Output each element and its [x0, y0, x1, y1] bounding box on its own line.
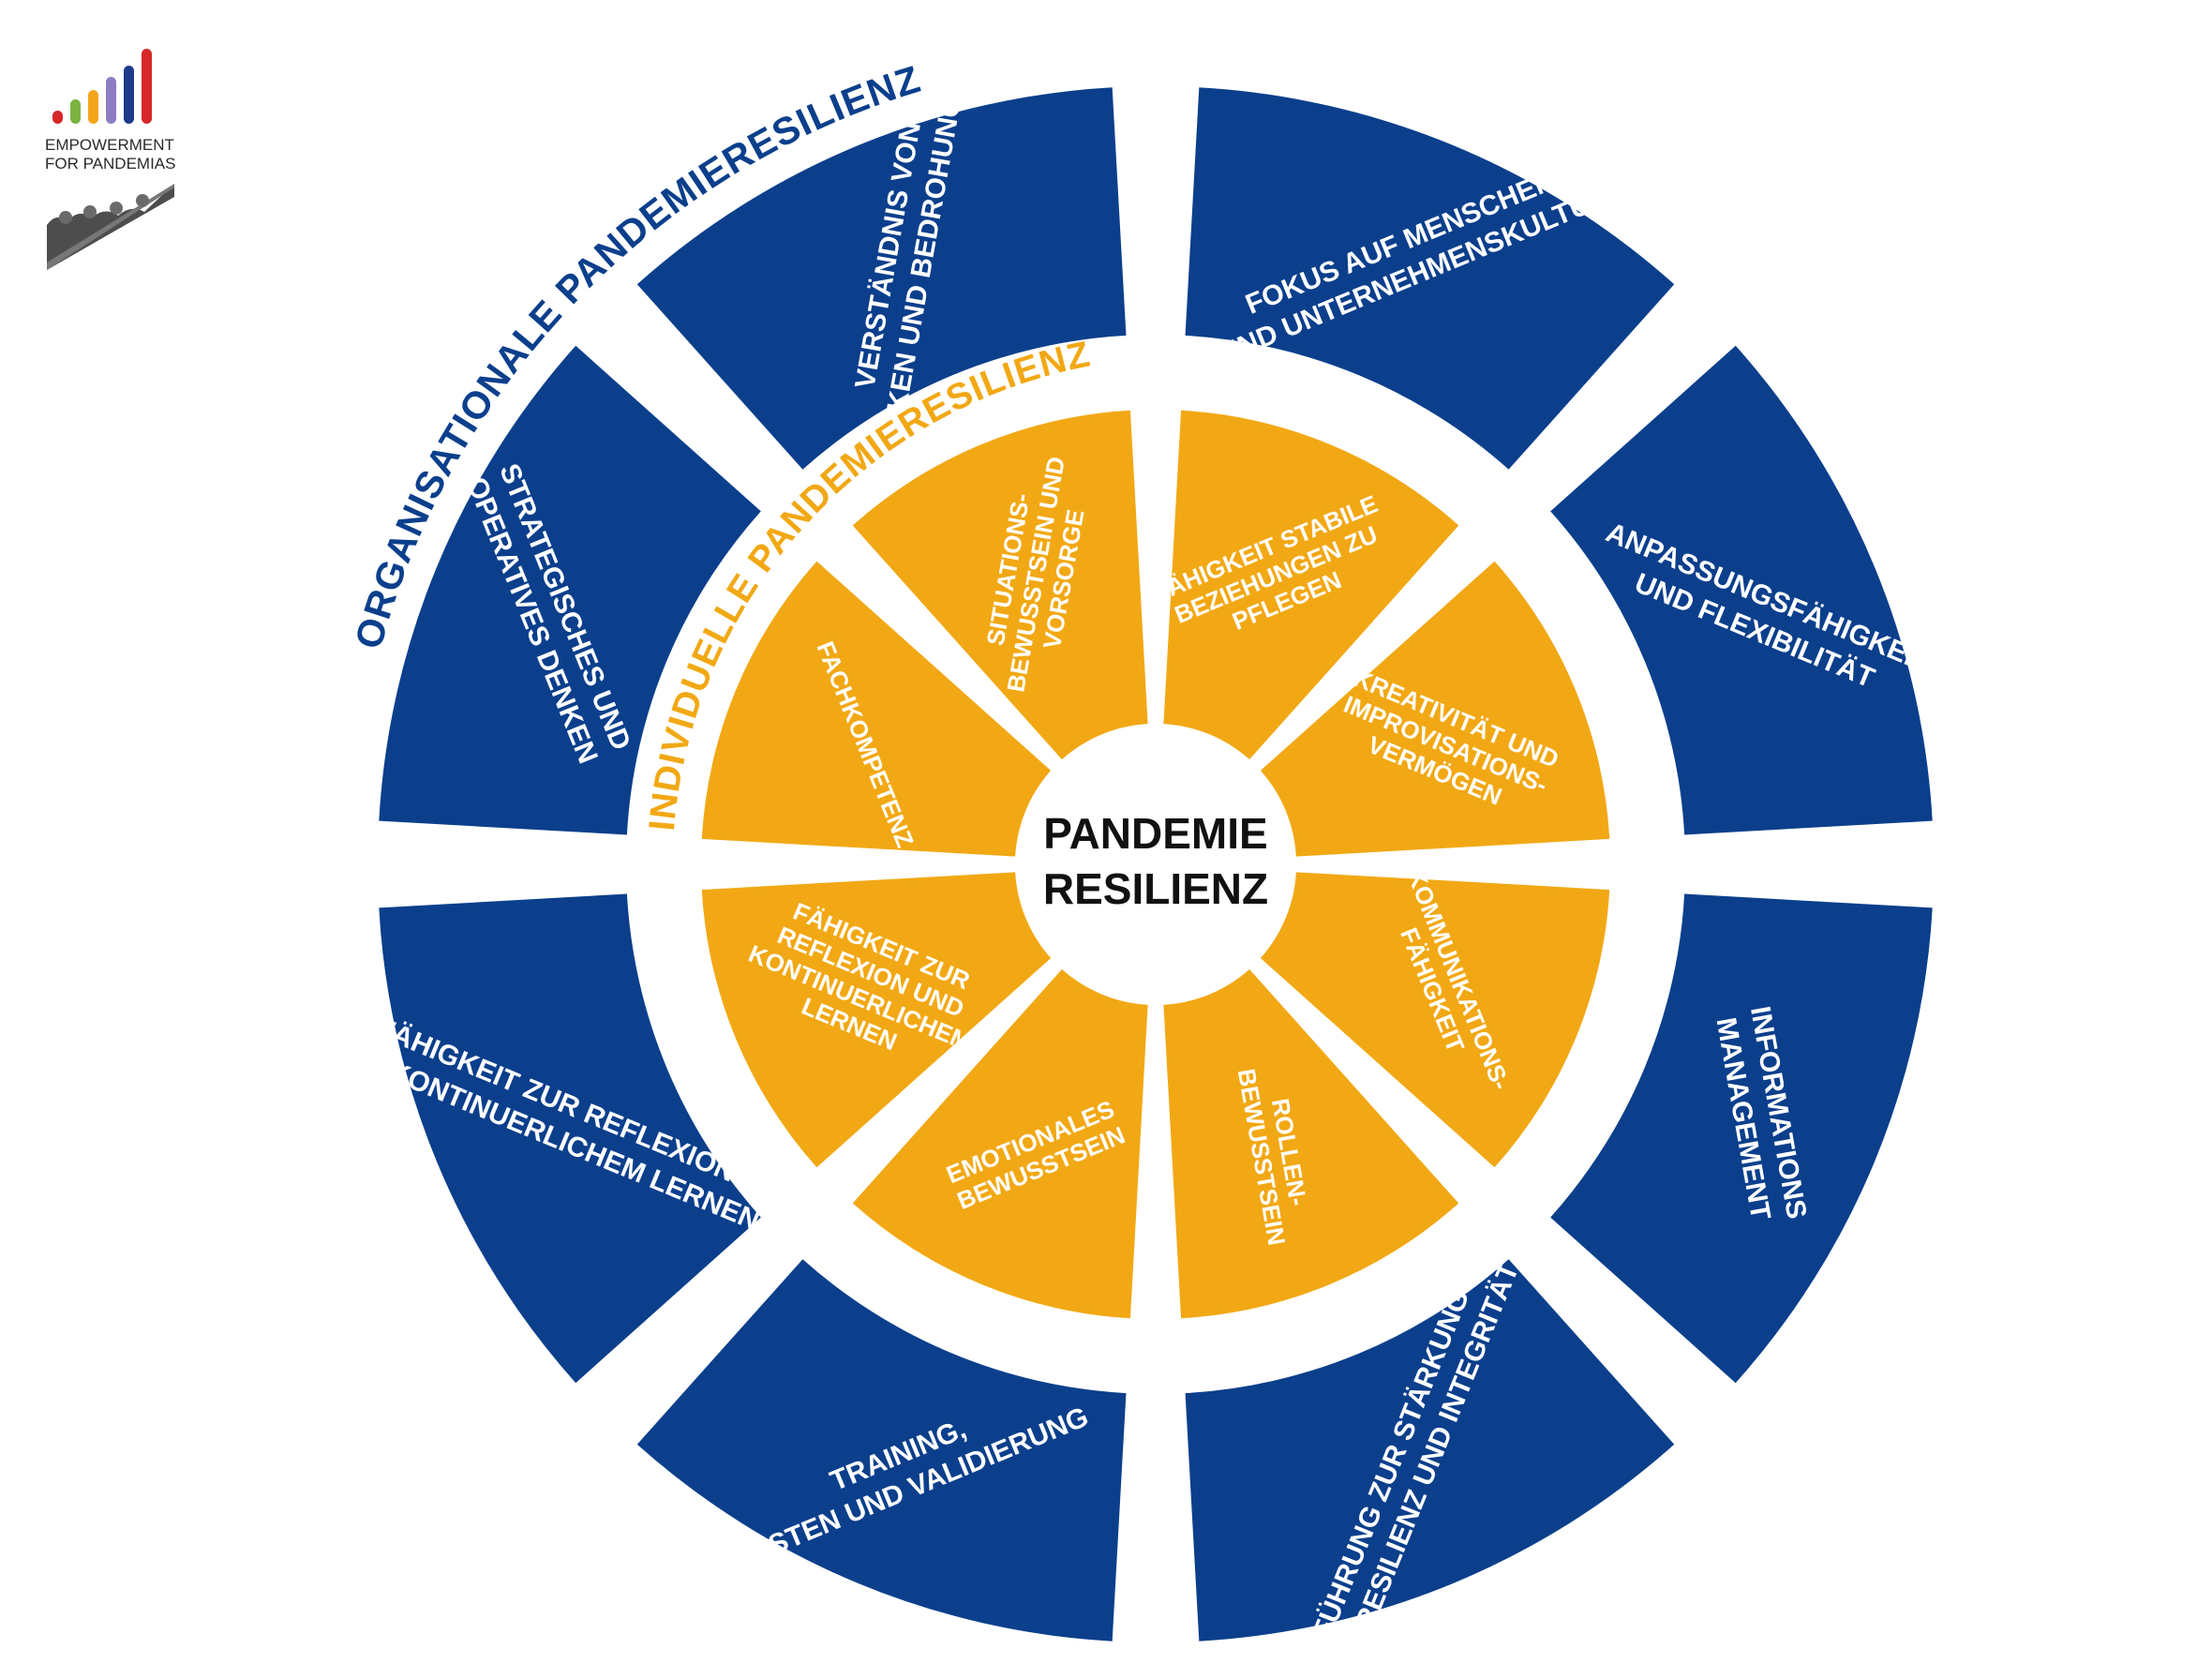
logo-bar-2 [70, 99, 81, 124]
inner-ring: FÄHIGKEIT STABILEBEZIEHUNGEN ZUPFLEGENKR… [701, 410, 1610, 1319]
logo-line-2: FOR PANDEMIAS [45, 155, 175, 172]
logo-bar-3 [88, 90, 98, 124]
inner-segment-kreativitaet-und-improvisations-vermoege [1260, 561, 1610, 857]
logo-bar-1 [52, 111, 63, 124]
outer-ring: FOKUS AUF MENSCHENUND UNTERNEHMENSKULTUR… [321, 54, 1935, 1664]
outer-segment-strategisches-und-operatives-denken [379, 345, 761, 835]
inner-segment-situations-bewusstsein-und-vorsorge [852, 410, 1148, 760]
inner-segment-faehigkeit-stabile-beziehungen-zu-pflege [1163, 410, 1459, 760]
logo-bar-5 [124, 66, 134, 124]
center-label-line-2: RESILIENZ [1043, 864, 1268, 913]
outer-segment-informations-management [1550, 893, 1933, 1384]
inner-segment-fachkompetenz [701, 561, 1052, 857]
outer-segment-verstaendnis-von-risiken-und-bedrohungen [636, 87, 1127, 470]
center-circle [1015, 724, 1296, 1005]
outer-segment-faehigkeit-zur-reflexion-und-kontinuerli [379, 893, 761, 1384]
logo-bar-4 [106, 77, 116, 124]
inner-segment-emotionales-bewusstsein [852, 968, 1148, 1319]
center-label-line-1: PANDEMIE [1043, 809, 1267, 858]
center-hub: PANDEMIE RESILIENZ [1015, 724, 1296, 1005]
outer-segment-fokus-auf-menschen-und-unternehmenskultu [1185, 87, 1675, 470]
inner-segment-faehigkeit-zur-reflexion-und-kontinuerli [701, 872, 1052, 1168]
inner-segment-rollen-bewusstsein [1163, 968, 1459, 1319]
inner-segment-kommunikations-faehigkeit [1260, 872, 1610, 1168]
outer-segment-anpassungsfaehigkeit-und-flexibilitaet [1550, 345, 1933, 835]
logo-bar-6 [142, 49, 152, 124]
logo-bars-icon [52, 49, 152, 124]
empowerment-logo: EMPOWERMENT FOR PANDEMIAS [45, 49, 175, 270]
logo-crowd-icon [47, 184, 174, 270]
logo-line-1: EMPOWERMENT [45, 136, 174, 154]
outer-segment-training-testen-und-validierung [636, 1259, 1127, 1642]
outer-segment-fuehrung-zur-staerkung-von-resilienz-und [1185, 1259, 1675, 1642]
